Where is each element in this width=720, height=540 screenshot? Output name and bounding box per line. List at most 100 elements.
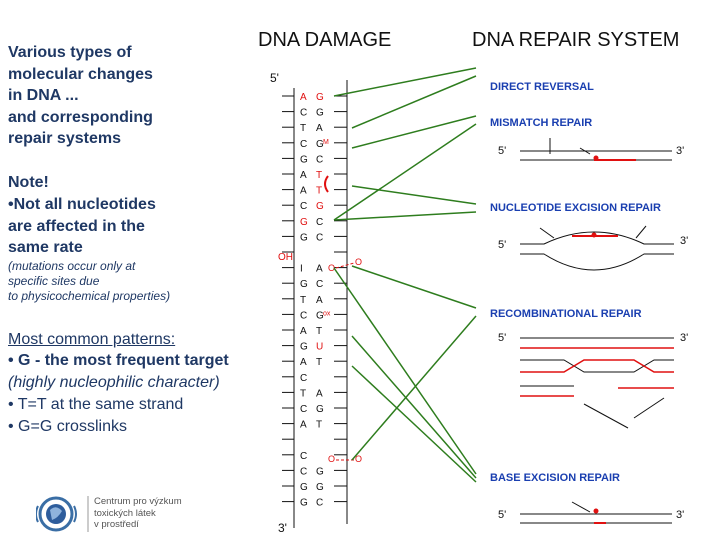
nucleotide-right: G (316, 404, 324, 415)
ner-strand-top (520, 231, 674, 245)
dna-damage-title: DNA DAMAGE (258, 29, 391, 51)
nucleotide-right: G (316, 92, 324, 103)
recomb-strand (520, 359, 674, 373)
nucleotide-left: C (300, 373, 307, 384)
nucleotide-left: G (300, 498, 308, 509)
recomb-strand (633, 397, 665, 419)
nucleotide-right: A (316, 295, 323, 306)
ner-strand-bottom (520, 253, 674, 271)
repair-direct-reversal: DIRECT REVERSAL (490, 81, 594, 93)
nucleotide-left: C (300, 310, 307, 321)
strand-end-label: 3' (676, 145, 684, 157)
note-title: Note! (8, 174, 49, 191)
nucleotide-right: C (316, 154, 323, 165)
repair-base-excision: BASE EXCISION REPAIR (490, 472, 620, 484)
repair-nucleotide-excision: NUCLEOTIDE EXCISION REPAIR (490, 202, 661, 214)
nucleotide-left: A (300, 326, 307, 337)
logo-line: v prostředí (94, 519, 139, 530)
nucleotide-left: C (300, 451, 307, 462)
nucleotide-left: C (300, 201, 307, 212)
crosslink-bridge (335, 262, 355, 269)
nucleotide-left: A (300, 420, 307, 431)
intro-line: repair systems (8, 130, 121, 147)
glycosylase-arrow (571, 501, 591, 513)
incision-arrow (579, 147, 591, 155)
link-line (333, 267, 477, 475)
recetox-logo (36, 496, 89, 532)
strand-end-label: 3' (278, 521, 287, 535)
nucleotide-left: A (300, 186, 307, 197)
nucleotide-right: C (316, 217, 323, 228)
nucleotide-left: A (300, 357, 307, 368)
diagram-background (244, 8, 720, 540)
strand-end-label: 5' (498, 239, 506, 251)
note-body: •Not all nucleotides are affected in the… (8, 194, 156, 259)
mismatch-lesion-dot (593, 155, 599, 161)
link-line (351, 265, 477, 309)
nucleotide-left: A (300, 170, 307, 181)
common-patterns-title: Most common patterns: (8, 331, 176, 348)
link-line (351, 75, 477, 129)
crosslink-o-label: O (355, 454, 362, 464)
common-item-text: - the most frequent target (30, 352, 229, 369)
nucleotide-left: T (300, 123, 306, 134)
note-line: are affected in the (8, 217, 145, 235)
link-line (351, 315, 477, 461)
intro-line: in DNA ... (8, 87, 79, 104)
link-line (333, 67, 477, 97)
nucleotide-right: G (316, 466, 324, 477)
nucleotide-right: T (316, 326, 322, 337)
nucleotide-right: G (316, 108, 324, 119)
base-modification-mark: M (323, 139, 329, 146)
link-line (351, 185, 477, 205)
note-italic-line: specific sites due (8, 274, 100, 288)
nucleotide-right: G (316, 201, 324, 212)
repair-mismatch: MISMATCH REPAIR (490, 117, 592, 129)
common-item: • T=T at the same strand (8, 396, 184, 413)
common-item: • G - the most frequent target (8, 352, 229, 370)
note-italic-line: to physicochemical properties) (8, 289, 171, 303)
ner-lesion-dot (591, 232, 597, 238)
incision-arrow (539, 227, 555, 239)
nucleotide-right: T (316, 170, 322, 181)
intro-line: molecular changes (8, 65, 153, 83)
logo-text: Centrum pro výzkum toxických látek v pro… (94, 496, 182, 531)
nucleotide-right: U (316, 342, 323, 353)
nucleotide-left: G (300, 342, 308, 353)
nucleotide-left: C (300, 404, 307, 415)
logo-line: toxických látek (94, 507, 156, 519)
note-italic-line: (mutations occur only at (8, 259, 136, 273)
nucleotide-right: G (316, 310, 324, 321)
link-line (351, 115, 477, 149)
strand-start-label: 5' (270, 71, 279, 85)
nucleotide-right: G (316, 139, 324, 150)
base-modification-mark: ox (323, 310, 331, 317)
link-line (333, 211, 477, 221)
recomb-strand (583, 403, 629, 429)
intro-line: Various types of (8, 44, 132, 61)
nucleotide-right: T (316, 420, 322, 431)
nucleotide-left: G (300, 217, 308, 228)
nucleotide-right: C (316, 232, 323, 243)
nucleotide-right: C (316, 498, 323, 509)
nucleotide-right: T (316, 186, 322, 197)
strand-end-label: 3' (680, 332, 688, 344)
note-line: •Not all nucleotides (8, 196, 156, 213)
crosslink-o-label: O (328, 263, 335, 273)
strand-end-label: 3' (676, 509, 684, 521)
recomb-strand (520, 359, 674, 373)
ber-lesion-dot (593, 508, 599, 514)
nucleotide-left: A (300, 92, 307, 103)
nucleotide-left: C (300, 139, 307, 150)
nucleotide-left: I (300, 264, 303, 275)
dna-repair-title: DNA REPAIR SYSTEM (472, 29, 679, 51)
nucleotide-left: G (300, 232, 308, 243)
crosslink-o-label: O (355, 257, 362, 267)
nucleotide-right: A (316, 123, 323, 134)
hydroxyl-label: OH (278, 252, 293, 263)
common-item-bold: • G (8, 352, 31, 369)
damage-to-repair-links (333, 67, 477, 483)
nucleotide-left: C (300, 108, 307, 119)
